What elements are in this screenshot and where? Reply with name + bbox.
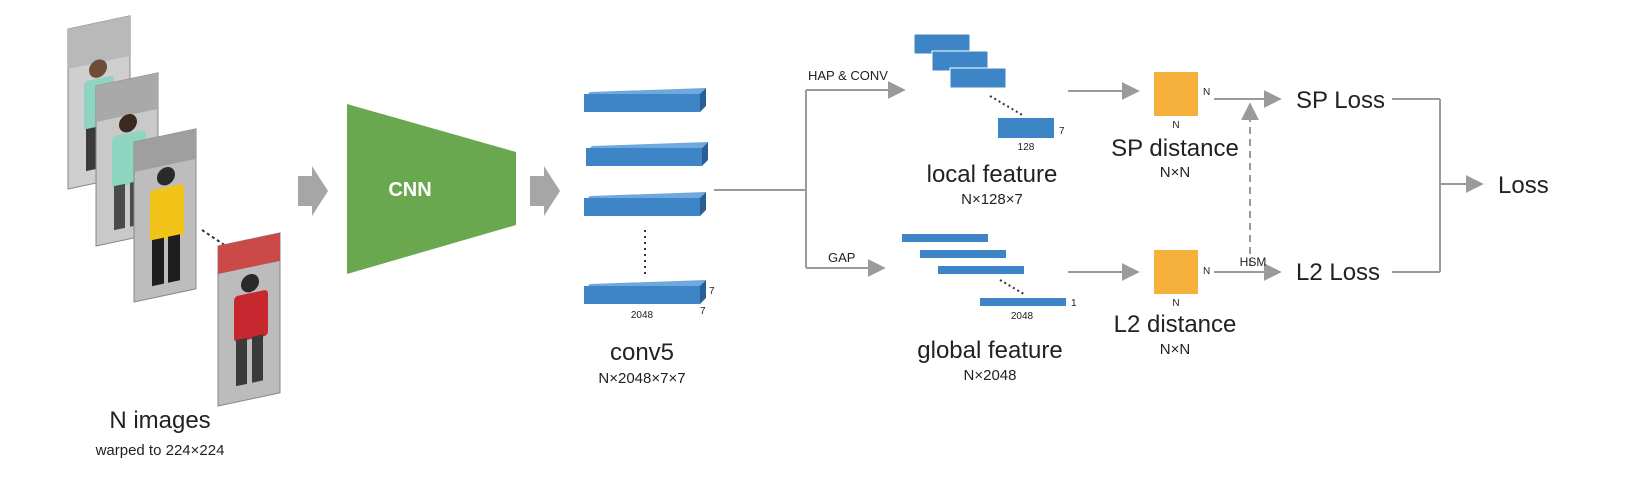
loss-merge-connectors [1392, 98, 1484, 273]
input-images-stack: N images warped to 224×224 [67, 15, 281, 459]
distance-to-loss-arrows [1214, 90, 1282, 281]
pedestrian-image-icon [217, 232, 281, 407]
sp-loss-label: SP Loss [1296, 87, 1385, 114]
global-feature-block: 1 2048 global feature N×2048 [902, 234, 1077, 384]
global-dim-h: 1 [1071, 298, 1077, 309]
local-dim-h: 7 [1059, 126, 1065, 137]
conv5-title: conv5 [610, 339, 674, 366]
local-feature-block: 7 128 local feature N×128×7 [913, 33, 1065, 208]
global-dim-w: 2048 [1011, 311, 1034, 322]
images-title: N images [109, 407, 210, 434]
l2-dim-bottom: N [1172, 298, 1179, 309]
sp-distance-title: SP distance [1111, 135, 1239, 162]
l2-distance-block: N N L2 distance N×N [1114, 250, 1237, 358]
cnn-block: CNN [347, 104, 516, 274]
sp-dim-bottom: N [1172, 120, 1179, 131]
l2-distance-shape: N×N [1160, 341, 1190, 358]
feature-to-distance-arrows [1068, 82, 1140, 281]
l2-dim-side: N [1203, 266, 1210, 277]
sp-distance-shape: N×N [1160, 164, 1190, 181]
local-dim-w: 128 [1018, 142, 1035, 153]
conv5-dim-w: 2048 [631, 310, 654, 321]
l2-loss-label: L2 Loss [1296, 259, 1380, 286]
global-feature-shape: N×2048 [964, 367, 1017, 384]
local-feature-title: local feature [927, 161, 1058, 188]
conv5-feature-map: 2048 7 7 conv5 N×2048×7×7 [584, 88, 715, 387]
sp-dim-side: N [1203, 87, 1210, 98]
conv5-shape: N×2048×7×7 [598, 370, 685, 387]
big-arrow-icon [530, 166, 560, 216]
hsm-label: HSM [1240, 255, 1267, 269]
local-branch-op-label: HAP & CONV [808, 68, 888, 83]
sp-distance-block: N N SP distance N×N [1111, 72, 1239, 181]
big-arrow-icon [298, 166, 328, 216]
branch-connectors [714, 81, 906, 277]
conv5-dim-d: 7 [700, 306, 706, 317]
cnn-label: CNN [388, 179, 431, 201]
images-subtitle: warped to 224×224 [95, 442, 225, 459]
total-loss-label: Loss [1498, 172, 1549, 199]
local-feature-shape: N×128×7 [961, 191, 1023, 208]
global-branch-op-label: GAP [828, 250, 855, 265]
conv5-dim-h: 7 [709, 286, 715, 297]
pedestrian-image-icon [133, 128, 197, 303]
l2-distance-title: L2 distance [1114, 311, 1237, 338]
global-feature-title: global feature [917, 337, 1062, 364]
